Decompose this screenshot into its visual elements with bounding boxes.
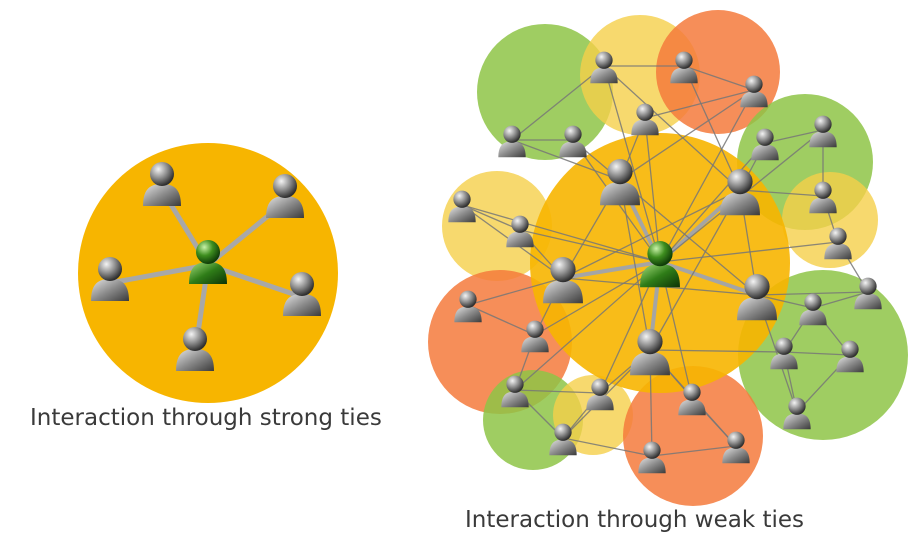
tie-line xyxy=(467,277,564,306)
person-icon xyxy=(854,277,882,310)
person-icon xyxy=(631,103,659,136)
tie-line xyxy=(644,89,755,119)
person-icon xyxy=(506,215,534,248)
tie-line xyxy=(619,89,755,181)
tie-line xyxy=(619,179,758,296)
person-icon xyxy=(809,115,837,148)
person-icon xyxy=(722,431,750,464)
tie-line xyxy=(756,291,869,296)
tie-line xyxy=(683,65,741,191)
weak-ties-caption: Interaction through weak ties xyxy=(465,507,805,533)
tie-line xyxy=(649,349,785,353)
tie-line xyxy=(619,179,651,351)
strong-tie-line xyxy=(107,262,211,286)
tie-line xyxy=(561,260,662,280)
person-icon xyxy=(176,327,214,371)
tie-line xyxy=(461,204,661,263)
person-icon xyxy=(283,272,321,316)
person-icon xyxy=(737,274,777,321)
tie-line xyxy=(764,129,824,144)
person-icon xyxy=(543,257,583,304)
person-icon xyxy=(638,441,666,474)
person-icon xyxy=(783,397,811,430)
tie-line xyxy=(461,204,521,231)
weak-ties-group xyxy=(428,10,908,506)
tie-line xyxy=(519,229,661,263)
person-icon xyxy=(266,174,304,218)
tie-line xyxy=(783,351,851,356)
tie-line xyxy=(603,65,661,263)
green-circle xyxy=(738,270,908,440)
tie-line xyxy=(739,189,824,197)
person-icon xyxy=(836,340,864,373)
tie-line xyxy=(651,445,737,457)
person-icon xyxy=(630,329,670,376)
tie-line xyxy=(562,437,653,457)
person-icon xyxy=(586,378,614,411)
tie-line xyxy=(603,65,741,191)
tie-line xyxy=(514,389,601,394)
person-icon xyxy=(448,190,476,223)
tie-line xyxy=(644,117,661,263)
tie-line xyxy=(812,291,869,309)
tie-line xyxy=(659,241,839,263)
central-person-icon xyxy=(189,240,227,284)
tie-line xyxy=(658,260,759,297)
person-icon xyxy=(751,128,779,161)
person-icon xyxy=(91,257,129,301)
tie-line xyxy=(467,304,536,336)
person-icon xyxy=(824,227,852,260)
person-icon xyxy=(720,169,760,216)
person-icon xyxy=(809,181,837,214)
yellow-circle xyxy=(553,375,633,455)
person-icon xyxy=(498,125,526,158)
strong-ties-group xyxy=(78,143,338,403)
person-icon xyxy=(740,75,768,108)
tie-line xyxy=(659,89,755,263)
person-icon xyxy=(670,51,698,84)
person-icon xyxy=(770,337,798,370)
tie-line xyxy=(511,65,605,141)
person-icon xyxy=(143,162,181,206)
person-icon xyxy=(678,383,706,416)
tie-line xyxy=(659,142,766,263)
person-icon xyxy=(799,293,827,326)
person-icon xyxy=(549,423,577,456)
strong-ties-people xyxy=(91,162,321,371)
person-icon xyxy=(590,51,618,84)
person-icon xyxy=(501,375,529,408)
strong-ties-caption: Interaction through strong ties xyxy=(30,405,382,431)
tie-line xyxy=(756,294,814,309)
weak-ties-people xyxy=(448,51,882,474)
yellow-circle xyxy=(782,172,878,268)
person-icon xyxy=(521,320,549,353)
tie-line xyxy=(534,261,661,336)
tie-line xyxy=(649,189,741,351)
tie-line xyxy=(511,139,621,181)
person-icon xyxy=(600,159,640,206)
tie-line xyxy=(514,261,661,391)
person-icon xyxy=(559,125,587,158)
tie-line xyxy=(683,65,755,91)
person-icon xyxy=(454,290,482,323)
central-person-icon xyxy=(640,241,680,288)
